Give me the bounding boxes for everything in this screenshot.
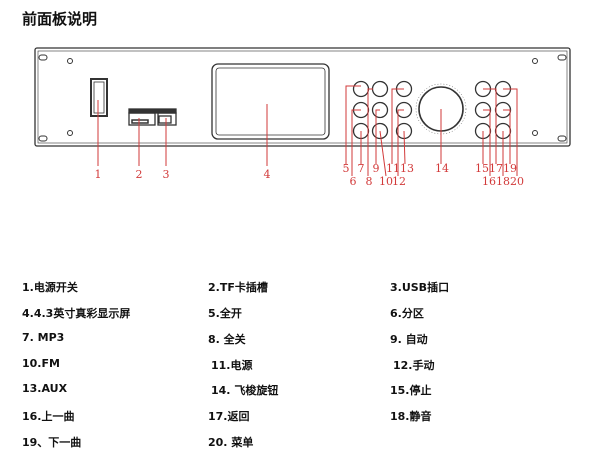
callout-13: 13	[400, 162, 414, 175]
callout-8: 8	[366, 175, 373, 188]
legend-item: 3.USB插口	[390, 281, 450, 294]
callout-19: 19	[503, 162, 517, 175]
panel-outline	[34, 47, 571, 147]
callout-3: 3	[163, 168, 170, 181]
callout-10: 10	[379, 175, 393, 188]
legend-item: 14. 飞梭旋钮	[211, 384, 279, 397]
callout-17: 17	[489, 162, 503, 175]
legend-item: 10.FM	[22, 357, 60, 370]
display-screen	[211, 63, 330, 140]
callout-9: 9	[373, 162, 380, 175]
rack-holes	[38, 54, 567, 142]
legend-item: 2.TF卡插槽	[208, 281, 268, 294]
legend-item: 7. MP3	[22, 331, 65, 344]
legend-item: 5.全开	[208, 307, 242, 320]
legend-item: 6.分区	[390, 307, 424, 320]
legend-item: 4.4.3英寸真彩显示屏	[22, 307, 131, 320]
legend-item: 15.停止	[390, 384, 432, 397]
front-panel-diagram: 1 2 3 4 5 6 7 8 9 10 11 12 13 14 15 16 1…	[34, 47, 571, 188]
callout-15: 15	[475, 162, 489, 175]
legend-item: 11.电源	[211, 359, 253, 372]
page-title: 前面板说明	[22, 10, 98, 28]
legend-item: 9. 自动	[390, 333, 428, 346]
callout-14: 14	[435, 162, 449, 175]
legend-item: 18.静音	[390, 410, 432, 423]
callout-2: 2	[136, 168, 143, 181]
legend-item: 17.返回	[208, 410, 250, 423]
callout-6: 6	[350, 175, 357, 188]
legend-item: 13.AUX	[22, 382, 68, 395]
callout-7: 7	[358, 162, 365, 175]
legend-item: 20. 菜单	[208, 436, 254, 449]
legend-item: 16.上一曲	[22, 410, 75, 423]
callout-11: 11	[386, 162, 400, 175]
callout-12: 12	[392, 175, 406, 188]
callout-lines	[97, 85, 518, 177]
legend-item: 1.电源开关	[22, 281, 78, 294]
callout-5: 5	[343, 162, 350, 175]
callout-20: 20	[510, 175, 524, 188]
legend-item: 19、下一曲	[22, 436, 82, 449]
legend-item: 8. 全关	[208, 333, 246, 346]
callout-18: 18	[496, 175, 510, 188]
callout-4: 4	[264, 168, 271, 181]
callout-1: 1	[95, 168, 102, 181]
callout-16: 16	[482, 175, 496, 188]
legend-item: 12.手动	[393, 359, 435, 372]
power-switch	[90, 78, 108, 117]
